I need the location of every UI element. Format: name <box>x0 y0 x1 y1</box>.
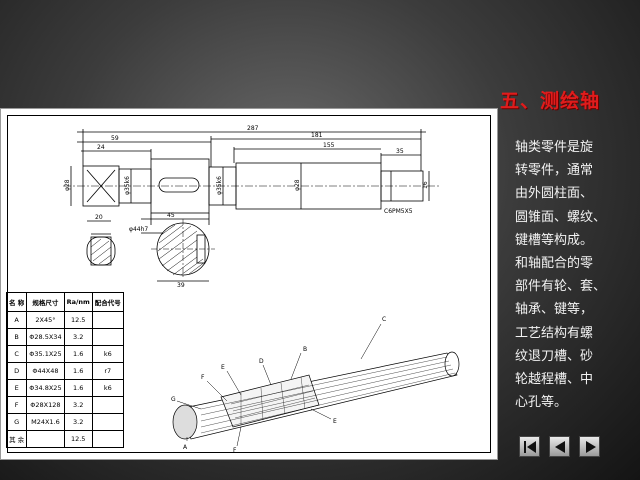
chamfer-note: C6PM5X5 <box>384 208 413 215</box>
description-line: 工艺结构有螺 <box>515 325 594 341</box>
first-page-button[interactable] <box>519 436 540 457</box>
description-line: 转零件，通常 <box>515 163 594 179</box>
next-page-icon <box>586 441 596 453</box>
table-cell <box>91 413 124 431</box>
table-row: G M24X1.6 3.2 <box>5 413 124 431</box>
table-row: B Φ28.5X34 3.2 <box>5 328 124 346</box>
table-cell: 3.2 <box>63 413 93 431</box>
dim-dia-a: φ35k6 <box>124 176 131 195</box>
table-cell: Φ28.5X34 <box>26 328 65 346</box>
table-cell: Φ44X48 <box>26 362 65 380</box>
description-line: 和轴配合的零 <box>515 256 594 272</box>
prev-page-button[interactable] <box>549 436 570 457</box>
table-cell: 3.2 <box>63 396 93 414</box>
table-cell: 1.6 <box>63 345 93 363</box>
callout-e2: E <box>333 418 337 425</box>
dim-right-dia: 16 <box>422 181 429 189</box>
callout-e: E <box>221 364 225 371</box>
table-row: E Φ34.8X25 1.6 k6 <box>5 379 124 397</box>
table-cell: 其 余 <box>5 430 28 448</box>
table-row: D Φ44X48 1.6 r7 <box>5 362 124 380</box>
drawing-border <box>7 115 491 453</box>
table-cell: A <box>5 311 28 329</box>
prev-page-icon <box>555 441 565 453</box>
table-header: Ra/nm <box>63 292 93 312</box>
table-row: A 2X45° 12.5 <box>5 311 124 329</box>
dim-45: 45 <box>167 212 175 219</box>
description-line: 心孔等。 <box>515 395 568 411</box>
dim-24: 24 <box>97 144 105 151</box>
table-cell: 1.6 <box>63 379 93 397</box>
dim-dia-b: φ35k6 <box>216 176 223 195</box>
dim-20: 20 <box>95 214 103 221</box>
table-header: 规格尺寸 <box>26 292 65 312</box>
description-line: 圆锥面、螺纹、 <box>515 209 607 225</box>
dim-59: 59 <box>111 135 119 142</box>
table-cell: r7 <box>91 362 124 380</box>
shaft-front-view: 287 59 181 24 155 35 20 45 39 φ44h7 C6PM… <box>63 125 460 454</box>
dim-155: 155 <box>323 142 335 149</box>
slide-title: 五、测绘轴 <box>500 90 601 112</box>
description-line: 纹退刀槽、砂 <box>515 348 594 364</box>
section-label: φ44h7 <box>129 226 148 233</box>
callout-f2: F <box>233 447 237 454</box>
table-row: 其 余 12.5 <box>5 430 124 448</box>
next-page-button[interactable] <box>579 436 600 457</box>
dim-dia-c: φ28 <box>294 179 301 191</box>
table-row: F Φ28X128 3.2 <box>5 396 124 414</box>
table-cell: 12.5 <box>63 311 93 329</box>
description-line: 由外圆柱面、 <box>515 186 594 202</box>
table-cell: C <box>5 345 28 363</box>
dim-181: 181 <box>311 132 323 139</box>
table-cell: M24X1.6 <box>26 413 65 431</box>
table-cell: Φ34.8X25 <box>26 379 65 397</box>
description-line: 轮越程槽、中 <box>515 372 594 388</box>
shaft-isometric-view <box>172 351 460 440</box>
description-line: 部件有轮、套、 <box>515 279 607 295</box>
table-cell: G <box>5 413 28 431</box>
callout-g: G <box>171 396 176 403</box>
table-cell: 12.5 <box>63 430 93 448</box>
table-cell: k6 <box>91 379 124 397</box>
surface-spec-table: 名 称 规格尺寸 Ra/nm 配合代号 A 2X45° 12.5 B Φ28.5… <box>5 292 124 448</box>
dim-39: 39 <box>177 282 185 289</box>
description-line: 轴承、键等， <box>515 302 594 318</box>
table-cell: k6 <box>91 345 124 363</box>
table-cell <box>91 430 124 448</box>
table-cell <box>26 430 65 448</box>
first-page-icon <box>524 441 536 453</box>
dim-35: 35 <box>396 148 404 155</box>
table-cell: 2X45° <box>26 311 65 329</box>
description-line: 轴类零件是旋 <box>515 140 594 155</box>
callout-b: B <box>303 346 307 353</box>
dim-overall: 287 <box>247 125 259 132</box>
table-cell <box>91 328 124 346</box>
table-cell: B <box>5 328 28 346</box>
callout-c: C <box>382 316 386 323</box>
callout-a: A <box>183 444 188 451</box>
callout-f: F <box>201 374 205 381</box>
table-row: C Φ35.1X25 1.6 k6 <box>5 345 124 363</box>
table-cell: D <box>5 362 28 380</box>
table-cell: Φ28X128 <box>26 396 65 414</box>
table-cell <box>91 311 124 329</box>
callout-d: D <box>259 358 264 365</box>
description-line: 键槽等构成。 <box>515 232 594 248</box>
table-cell: 1.6 <box>63 362 93 380</box>
table-cell: Φ35.1X25 <box>26 345 65 363</box>
table-cell: E <box>5 379 28 397</box>
table-cell: F <box>5 396 28 414</box>
engineering-drawing: 287 59 181 24 155 35 20 45 39 φ44h7 C6PM… <box>0 108 498 460</box>
table-header: 名 称 <box>5 292 28 312</box>
table-cell: 3.2 <box>63 328 93 346</box>
table-cell <box>91 396 124 414</box>
dim-left-dia: φ28 <box>64 179 71 191</box>
table-header: 配合代号 <box>91 292 124 312</box>
description-text: 轴类零件是旋 转零件，通常 由外圆柱面、 圆锥面、螺纹、 键槽等构成。 和轴配合… <box>515 136 625 414</box>
